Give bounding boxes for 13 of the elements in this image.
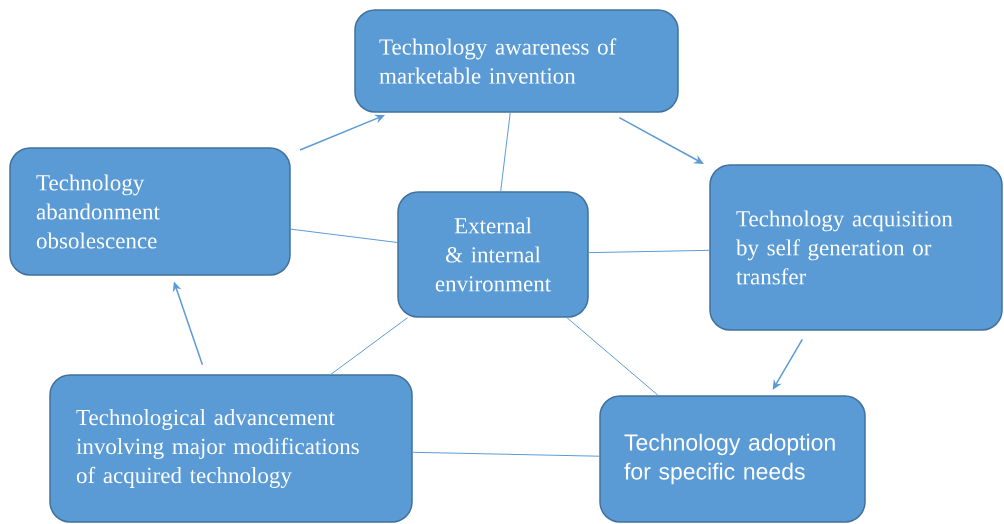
process-box: External & internal environment	[397, 191, 589, 318]
connector-line	[566, 317, 659, 396]
process-box: Technology acquisition by self generation or transfer	[709, 164, 1003, 331]
process-box: Technology awareness of marketable invention	[354, 9, 679, 113]
process-box: Technology adoption for specific needs	[599, 395, 866, 523]
connector-line	[588, 249, 710, 254]
connector-line	[500, 112, 511, 192]
arrow	[618, 116, 704, 164]
connector-line	[290, 228, 398, 243]
process-box: Technology abandonment obsolescence	[9, 147, 291, 276]
connector-line	[412, 451, 600, 457]
process-box: Technological advancement involving major modifications of acquired technology	[49, 374, 413, 523]
connector-line	[330, 317, 408, 375]
